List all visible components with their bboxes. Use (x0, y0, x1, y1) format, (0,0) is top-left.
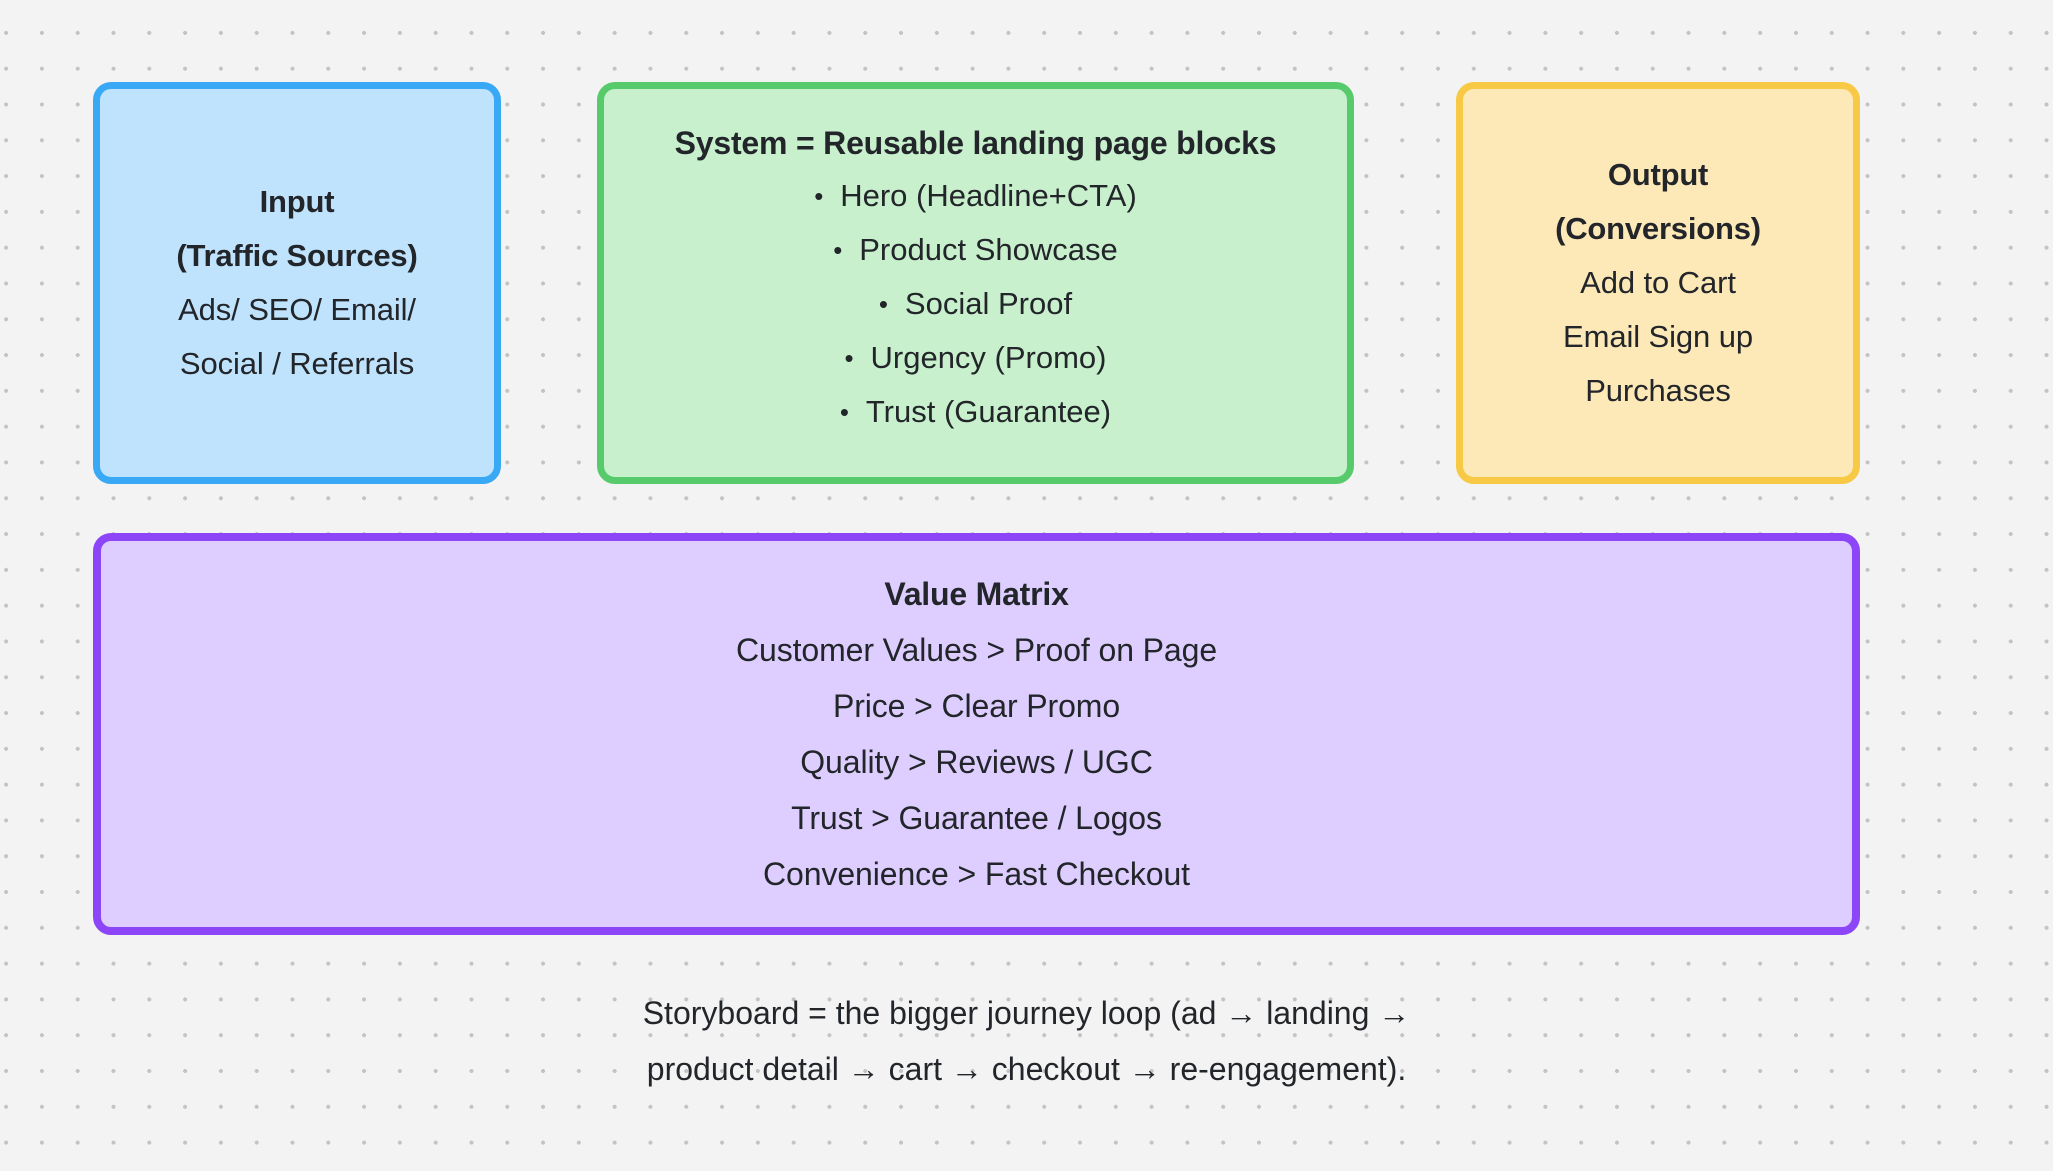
node-system-title: System = Reusable landing page blocks (674, 125, 1277, 161)
node-output-line-purchases: Purchases (1585, 373, 1731, 408)
node-output-title-line1: Output (1607, 157, 1709, 192)
node-system-bullet-list: Hero (Headline+CTA) Product Showcase Soc… (814, 169, 1137, 439)
node-value-matrix-line-trust: Trust > Guarantee / Logos (791, 800, 1162, 836)
node-value-matrix-line-price: Price > Clear Promo (832, 688, 1121, 724)
node-value-matrix-line-customer-values: Customer Values > Proof on Page (735, 632, 1218, 668)
storyboard-caption-line1: Storyboard = the bigger journey loop (ad… (642, 995, 1411, 1031)
node-system-bullet-urgency: Urgency (Promo) (845, 331, 1107, 385)
node-output-line-add-to-cart: Add to Cart (1580, 265, 1736, 300)
storyboard-caption: Storyboard = the bigger journey loop (ad… (0, 985, 2053, 1097)
node-output-title-line2: (Conversions) (1555, 211, 1761, 246)
node-value-matrix-line-convenience: Convenience > Fast Checkout (763, 856, 1190, 892)
node-value-matrix-line-quality: Quality > Reviews / UGC (800, 744, 1153, 780)
node-system-bullet-hero: Hero (Headline+CTA) (814, 169, 1137, 223)
node-input-title-line2: (Traffic Sources) (176, 238, 418, 273)
storyboard-caption-line2: product detail → cart → checkout → re-en… (646, 1051, 1407, 1087)
node-system-bullet-social-proof: Social Proof (879, 277, 1072, 331)
node-input-traffic-sources[interactable]: Input (Traffic Sources) Ads/ SEO/ Email/… (93, 82, 501, 484)
node-output-conversions[interactable]: Output (Conversions) Add to Cart Email S… (1456, 82, 1860, 484)
node-output-line-email-sign-up: Email Sign up (1563, 319, 1753, 354)
node-input-line-2: Social / Referrals (179, 346, 415, 381)
node-input-title-line1: Input (259, 184, 335, 219)
node-system-bullet-trust: Trust (Guarantee) (840, 385, 1111, 439)
node-system-bullet-product-showcase: Product Showcase (833, 223, 1117, 277)
node-input-line-1: Ads/ SEO/ Email/ (178, 292, 416, 327)
node-value-matrix-title: Value Matrix (884, 576, 1069, 612)
node-value-matrix[interactable]: Value Matrix Customer Values > Proof on … (93, 533, 1860, 935)
node-system-reusable-blocks[interactable]: System = Reusable landing page blocks He… (597, 82, 1354, 484)
